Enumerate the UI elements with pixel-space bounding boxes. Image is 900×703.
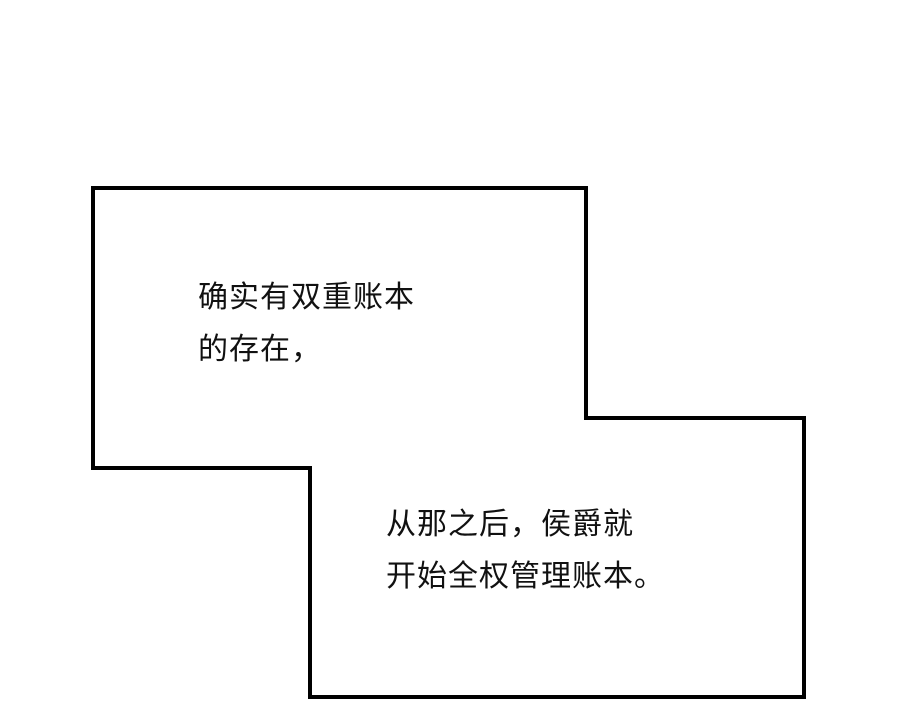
narration-line: 从那之后，侯爵就: [386, 507, 634, 542]
narration-line: 的存在，: [198, 332, 322, 367]
narration-box-shape: [91, 186, 806, 699]
narration-text-bottom: 从那之后，侯爵就 开始全权管理账本。: [386, 499, 665, 603]
narration-text-top: 确实有双重账本 的存在，: [198, 272, 415, 376]
narration-line: 确实有双重账本: [198, 280, 415, 315]
narration-line: 开始全权管理账本。: [386, 559, 665, 594]
